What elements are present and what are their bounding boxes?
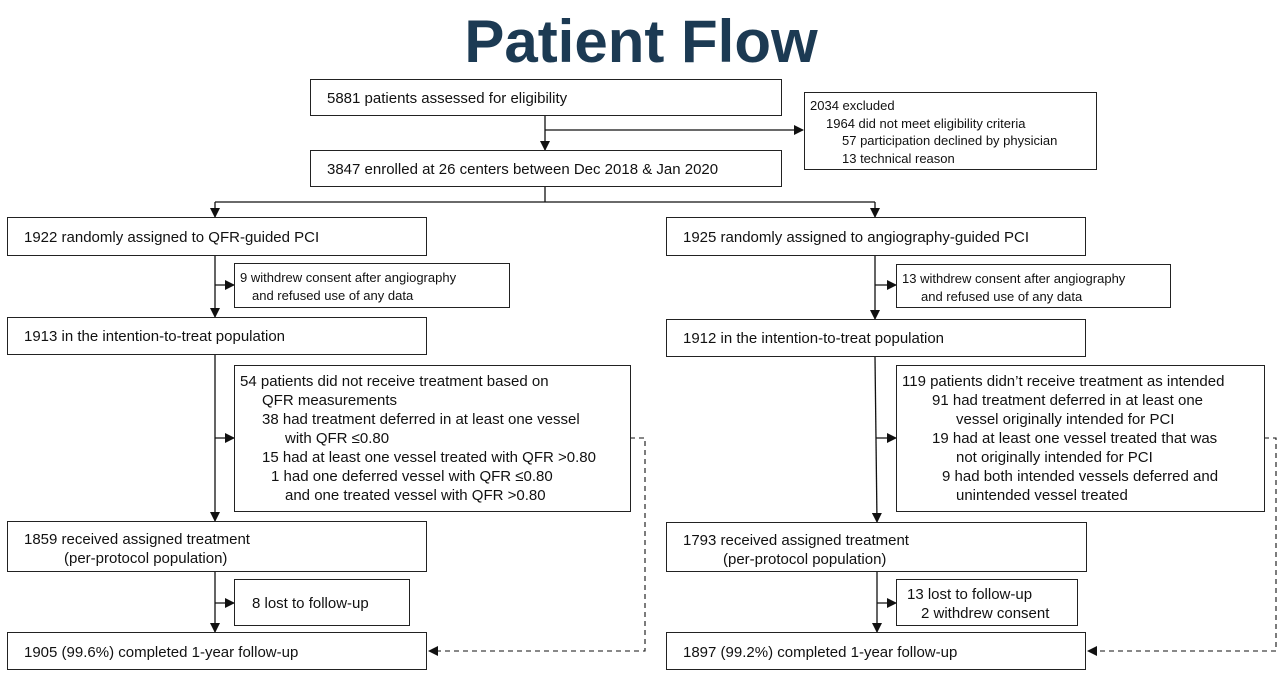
angio-not-received-line-7: unintended vessel treated <box>956 487 1128 504</box>
qfr-withdrew-line-1: 9 withdrew consent after angiography <box>240 270 457 285</box>
qfr-assigned-box: 1922 randomly assigned to QFR-guided PCI <box>7 217 427 256</box>
angio-per-protocol-box: 1793 received assigned treatment (per-pr… <box>666 522 1087 572</box>
angio-lost-line-1: 13 lost to follow-up <box>907 586 1033 603</box>
qfr-withdrew-line-2: and refused use of any data <box>252 287 414 303</box>
excluded-box: 2034 excluded 1964 did not meet eligibil… <box>804 92 1097 170</box>
angio-per-protocol-line-1: 1793 received assigned treatment <box>683 532 909 549</box>
qfr-not-received-line-6: 1 had one deferred vessel with QFR ≤0.80 <box>271 468 553 485</box>
assessed-box: 5881 patients assessed for eligibility <box>310 79 782 116</box>
excluded-criteria: 1964 did not meet eligibility criteria <box>826 115 1026 131</box>
qfr-per-protocol-line-2: (per-protocol population) <box>64 550 228 567</box>
qfr-lost-line-1: 8 lost to follow-up <box>252 595 369 612</box>
angio-not-received-line-4: 19 had at least one vessel treated that … <box>932 430 1218 447</box>
qfr-not-received-box: 54 patients did not receive treatment ba… <box>234 365 631 512</box>
angio-per-protocol-line-2: (per-protocol population) <box>723 551 887 568</box>
qfr-not-received-line-2: QFR measurements <box>262 392 398 409</box>
angio-withdrew-line-1: 13 withdrew consent after angiography <box>902 271 1126 286</box>
excluded-declined: 57 participation declined by physician <box>842 133 1058 148</box>
angio-withdrew-box: 13 withdrew consent after angiography an… <box>896 264 1171 308</box>
qfr-not-received-line-5: 15 had at least one vessel treated with … <box>262 449 596 466</box>
angio-not-received-line-3: vessel originally intended for PCI <box>956 411 1175 428</box>
excluded-technical: 13 technical reason <box>842 150 955 166</box>
angio-itt-box: 1912 in the intention-to-treat populatio… <box>666 319 1086 357</box>
qfr-itt-text: 1913 in the intention-to-treat populatio… <box>24 328 286 345</box>
angio-lost-box: 13 lost to follow-up 2 withdrew consent <box>896 579 1078 626</box>
qfr-assigned-text: 1922 randomly assigned to QFR-guided PCI <box>24 229 320 246</box>
qfr-not-received-line-4: with QFR ≤0.80 <box>285 430 390 447</box>
angio-not-received-line-2: 91 had treatment deferred in at least on… <box>932 392 1204 409</box>
qfr-per-protocol-line-1: 1859 received assigned treatment <box>24 531 250 548</box>
angio-not-received-line-6: 9 had both intended vessels deferred and <box>942 468 1219 485</box>
qfr-not-received-line-7: and one treated vessel with QFR >0.80 <box>285 487 546 504</box>
angio-completed-text: 1897 (99.2%) completed 1-year follow-up <box>683 644 958 661</box>
qfr-not-received-line-3: 38 had treatment deferred in at least on… <box>262 411 580 428</box>
angio-withdrew-line-2: and refused use of any data <box>921 288 1083 304</box>
enrolled-box: 3847 enrolled at 26 centers between Dec … <box>310 150 782 187</box>
angio-not-received-line-1: 119 patients didn’t receive treatment as… <box>902 373 1225 390</box>
qfr-lost-box: 8 lost to follow-up <box>234 579 410 626</box>
angio-assigned-box: 1925 randomly assigned to angiography-gu… <box>666 217 1086 256</box>
angio-completed-box: 1897 (99.2%) completed 1-year follow-up <box>666 632 1086 670</box>
angio-not-received-line-5: not originally intended for PCI <box>956 449 1153 466</box>
angio-itt-text: 1912 in the intention-to-treat populatio… <box>683 330 945 347</box>
excluded-total: 2034 excluded <box>810 98 895 113</box>
qfr-withdrew-box: 9 withdrew consent after angiography and… <box>234 263 510 308</box>
qfr-not-received-line-1: 54 patients did not receive treatment ba… <box>240 373 549 390</box>
angio-assigned-text: 1925 randomly assigned to angiography-gu… <box>683 229 1030 246</box>
enrolled-text: 3847 enrolled at 26 centers between Dec … <box>327 161 719 178</box>
qfr-completed-text: 1905 (99.6%) completed 1-year follow-up <box>24 644 299 661</box>
qfr-completed-box: 1905 (99.6%) completed 1-year follow-up <box>7 632 427 670</box>
qfr-itt-box: 1913 in the intention-to-treat populatio… <box>7 317 427 355</box>
angio-lost-line-2: 2 withdrew consent <box>921 605 1050 622</box>
page-title: Patient Flow <box>464 8 818 75</box>
angio-not-received-box: 119 patients didn’t receive treatment as… <box>896 365 1265 512</box>
assessed-text: 5881 patients assessed for eligibility <box>327 90 568 107</box>
qfr-per-protocol-box: 1859 received assigned treatment (per-pr… <box>7 521 427 572</box>
